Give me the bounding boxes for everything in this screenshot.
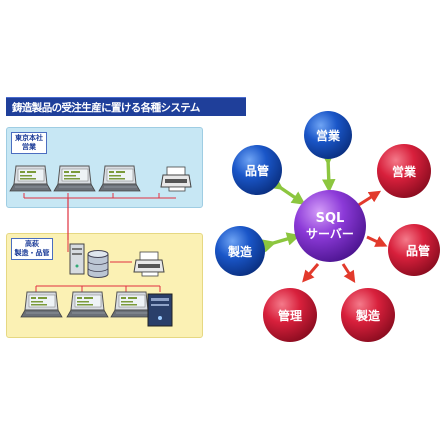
takahagi-site-name: 高萩 (25, 240, 39, 248)
sql-server-line1: SQL (316, 211, 345, 226)
blue-to-server-arrows (261, 151, 336, 253)
takahagi-site-dept: 製造・品管 (14, 249, 50, 257)
blue-node-manufacturing-label: 製造 (227, 244, 253, 259)
takahagi-laptop-3 (110, 291, 153, 318)
takahagi-network-lines (35, 240, 161, 292)
tokyo-site-dept: 営業 (22, 143, 36, 151)
takahagi-server-computer (69, 243, 85, 275)
takahagi-database-icon (87, 250, 109, 278)
sql-server-node: SQL サーバー (294, 190, 366, 262)
blue-node-quality-label: 品管 (245, 163, 269, 178)
sql-server-line2: サーバー (306, 227, 354, 241)
red-node-management-label: 管理 (278, 308, 302, 323)
blue-node-sales-label: 営業 (316, 128, 341, 143)
takahagi-laptop-2 (66, 291, 109, 318)
red-node-manufacturing-label: 製造 (355, 308, 381, 323)
diagram-title: 鋳造製品の受注生産に置ける各種システム (12, 102, 200, 114)
tokyo-site-name: 東京本社 (15, 134, 43, 142)
red-node-sales-label: 営業 (392, 164, 417, 179)
tokyo-laptop-1 (9, 165, 52, 192)
tokyo-network-lines (23, 193, 176, 199)
red-node-sales: 営業 (377, 144, 431, 198)
takahagi-laptop-1 (20, 291, 63, 318)
tokyo-printer (160, 166, 192, 192)
red-node-management: 管理 (263, 288, 317, 342)
blue-node-manufacturing: 製造 (215, 226, 265, 276)
server-to-red-arrows (302, 190, 388, 284)
blue-node-quality: 品管 (232, 145, 282, 195)
diagram-title-bar: 鋳造製品の受注生産に置ける各種システム (6, 97, 246, 116)
takahagi-desktop-pc (147, 293, 173, 327)
blue-node-sales: 営業 (304, 111, 352, 159)
red-node-quality: 品管 (388, 224, 440, 276)
takahagi-site-label: 高萩 製造・品管 (11, 238, 53, 260)
tokyo-laptop-2 (53, 165, 96, 192)
tokyo-laptop-3 (98, 165, 141, 192)
tokyo-site-label: 東京本社 営業 (11, 132, 47, 154)
red-node-manufacturing: 製造 (341, 288, 395, 342)
red-node-quality-label: 品管 (406, 243, 430, 258)
takahagi-printer (133, 251, 165, 277)
